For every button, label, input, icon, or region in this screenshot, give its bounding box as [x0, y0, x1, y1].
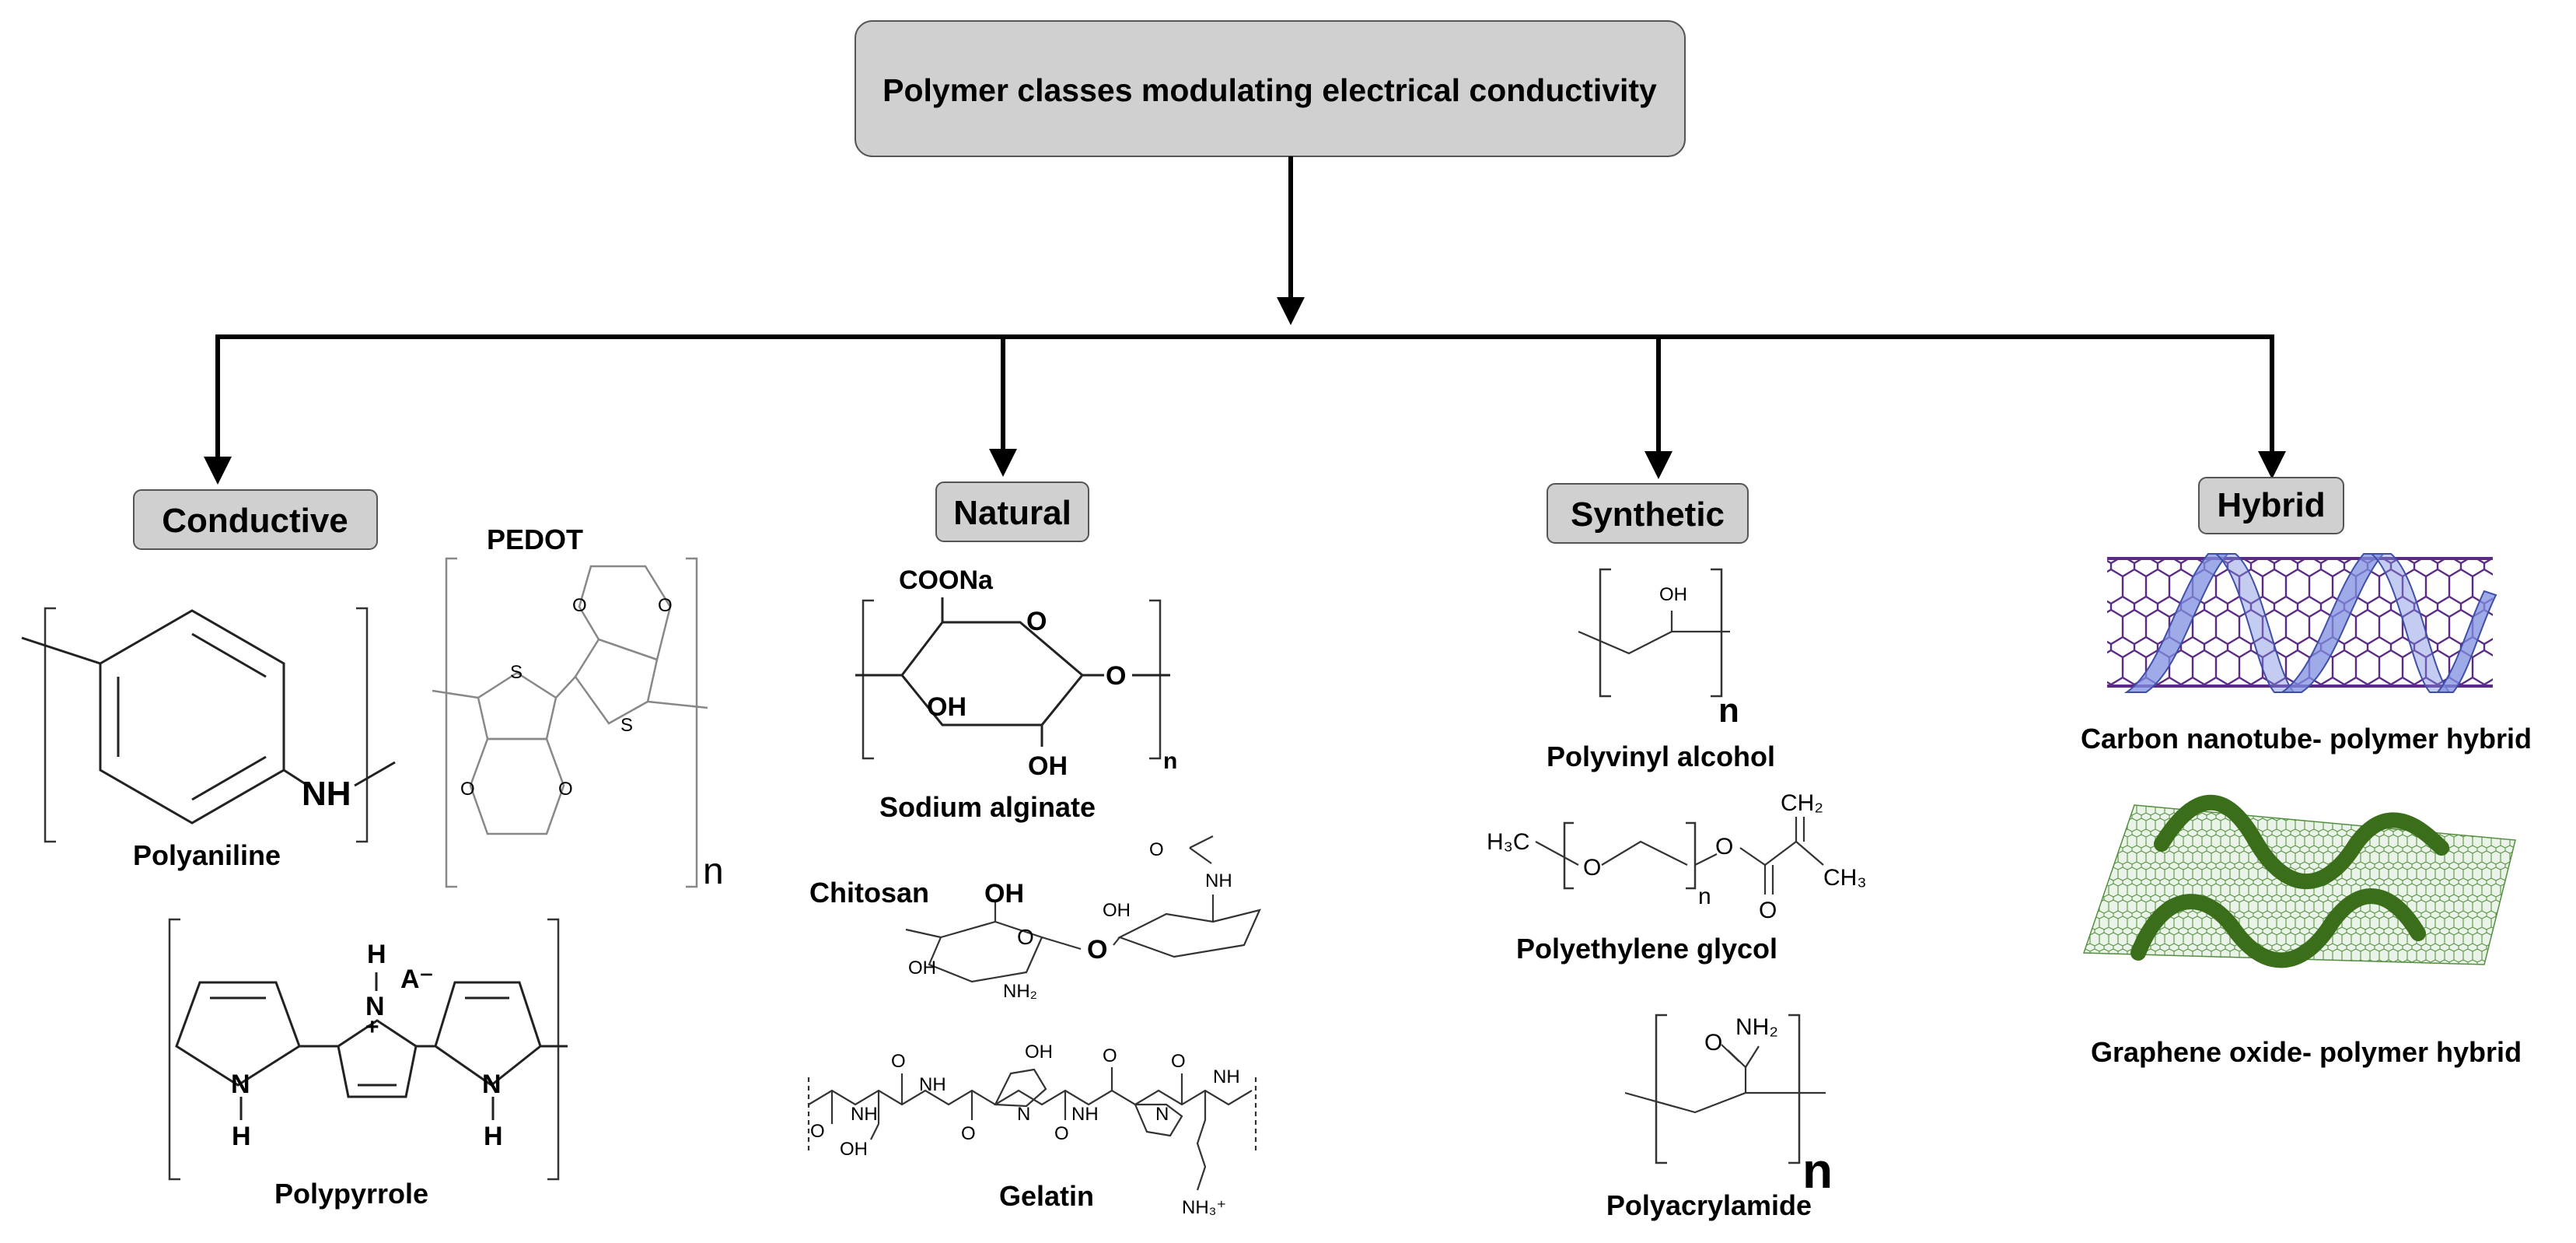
pedot-o-3: O [572, 595, 587, 616]
cnt-hybrid-image: Carbon nanotube- polymer hybrid [2081, 553, 2532, 755]
polyacrylamide-label: Polyacrylamide [1606, 1189, 1812, 1221]
sodium-alginate-structure: COONa O O OH OH n Sodium alginate [855, 565, 1177, 823]
gelatin-oh-2: OH [1025, 1042, 1053, 1063]
category-hybrid: Hybrid [2198, 477, 2344, 534]
pva-n: n [1718, 692, 1739, 730]
connector-lines [204, 156, 2286, 485]
category-label-natural: Natural [953, 494, 1071, 532]
peg-h3c: H₃C [1487, 829, 1530, 855]
go-hybrid-image: Graphene oxide- polymer hybrid [2082, 794, 2522, 1068]
peg-n: n [1698, 884, 1711, 909]
peg-label: Polyethylene glycol [1516, 933, 1777, 965]
pedot-structure: PEDOT S O O S O O n [432, 523, 724, 892]
category-conductive: Conductive [133, 489, 378, 550]
polyaniline-structure: NH Polyaniline [21, 607, 396, 871]
pam-n: n [1802, 1143, 1833, 1199]
gelatin-nh-4: NH [1213, 1066, 1240, 1087]
gelatin-o-6: O [1171, 1051, 1186, 1072]
chitosan-bridge-o: O [1087, 935, 1107, 965]
gelatin-nh-2: NH [919, 1074, 946, 1095]
chitosan-ring-o-1: O [1017, 925, 1034, 949]
gelatin-structure: O NH O OH NH O OH N O NH O N O NH NH₃⁺ G… [807, 1042, 1257, 1218]
peg-o-1: O [1583, 855, 1601, 881]
pedot-s-1: S [510, 662, 523, 683]
pedot-o-2: O [558, 779, 573, 800]
pam-nh2: NH₂ [1735, 1014, 1778, 1040]
peg-ch2: CH₂ [1781, 790, 1823, 816]
category-label-synthetic: Synthetic [1571, 495, 1725, 534]
gelatin-nh3: NH₃⁺ [1182, 1197, 1226, 1218]
pva-oh: OH [1659, 584, 1687, 605]
ppy-counter-ion: A⁻ [400, 965, 434, 994]
gelatin-o-3: O [961, 1123, 976, 1144]
gelatin-nh-3: NH [1071, 1104, 1099, 1125]
alginate-coona: COONa [899, 565, 994, 595]
ppy-h-3: H [484, 1122, 503, 1151]
chitosan-nh2: NH₂ [1003, 981, 1037, 1002]
gelatin-o-4: O [1054, 1123, 1069, 1144]
category-label-hybrid: Hybrid [2217, 486, 2325, 524]
peg-structure: H₃C O n O O CH₂ CH₃ Polyethylene glycol [1487, 790, 1867, 965]
gelatin-nh-1: NH [851, 1104, 878, 1125]
pedot-o-4: O [658, 595, 673, 616]
polyaniline-nh: NH [302, 775, 351, 813]
alginate-ring-o: O [1026, 607, 1047, 636]
go-hybrid-label: Graphene oxide- polymer hybrid [2091, 1036, 2522, 1068]
go-strand-top [2154, 794, 2449, 890]
pedot-o-1: O [460, 779, 475, 800]
gelatin-n-1: N [1017, 1104, 1030, 1125]
gelatin-o-5: O [1103, 1045, 1117, 1066]
gelatin-o-1: O [810, 1121, 825, 1142]
gelatin-o-2: O [891, 1051, 906, 1072]
ppy-h-2: H [367, 940, 386, 969]
ppy-plus: + [365, 1014, 379, 1040]
pam-o: O [1704, 1030, 1722, 1056]
peg-o-3: O [1759, 898, 1777, 923]
cnt-hybrid-label: Carbon nanotube- polymer hybrid [2081, 723, 2532, 755]
go-strand-bottom [2130, 888, 2426, 968]
category-label-conductive: Conductive [162, 502, 348, 540]
category-synthetic: Synthetic [1547, 483, 1749, 544]
category-natural: Natural [935, 481, 1089, 542]
ppy-n-2: N [365, 992, 385, 1021]
alginate-oh-1: OH [927, 692, 966, 722]
peg-ch3: CH₃ [1823, 865, 1867, 891]
peg-o-2: O [1715, 834, 1733, 860]
chitosan-structure: Chitosan O OH OH NH₂ O OH NH O [809, 835, 1261, 1002]
alginate-n: n [1163, 748, 1177, 774]
title-node: Polymer classes modulating electrical co… [855, 20, 1686, 157]
polypyrrole-structure: N H N + H A⁻ N H Polypyrrole [168, 918, 568, 1210]
chitosan-oh-2: OH [908, 958, 936, 979]
gelatin-oh-1: OH [840, 1139, 868, 1160]
pedot-label: PEDOT [487, 523, 583, 555]
alginate-oh-2: OH [1028, 751, 1068, 781]
chitosan-acetyl-o: O [1149, 839, 1164, 860]
chitosan-oh-1: OH [984, 879, 1024, 909]
gelatin-n-2: N [1155, 1104, 1169, 1125]
ppy-h-1: H [232, 1122, 251, 1151]
cnt-helix-ribbon [2123, 553, 2497, 693]
ppy-n-3: N [482, 1070, 502, 1099]
alginate-bridge-o: O [1106, 661, 1126, 691]
polyacrylamide-structure: O NH₂ n Polyacrylamide [1606, 1014, 1833, 1221]
ppy-n-1: N [231, 1070, 250, 1099]
chitosan-nh: NH [1205, 870, 1232, 891]
gelatin-label: Gelatin [999, 1180, 1094, 1212]
polypyrrole-label: Polypyrrole [274, 1178, 428, 1210]
diagram-title: Polymer classes modulating electrical co… [883, 72, 1657, 108]
chitosan-label: Chitosan [809, 877, 929, 909]
polyaniline-label: Polyaniline [133, 839, 281, 871]
chitosan-oh-3: OH [1103, 900, 1131, 921]
pedot-s-2: S [620, 715, 633, 736]
pva-label: Polyvinyl alcohol [1547, 741, 1775, 772]
sodium-alginate-label: Sodium alginate [879, 791, 1096, 823]
pedot-n: n [703, 851, 724, 892]
pva-structure: OH n Polyvinyl alcohol [1547, 568, 1775, 772]
